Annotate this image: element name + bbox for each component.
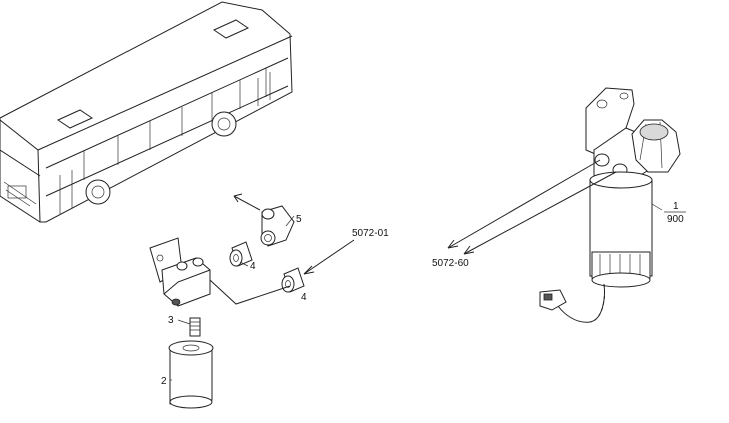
callout-part-5: 5 — [296, 214, 302, 225]
fuel-filter-assembly-icon — [539, 87, 681, 323]
callout-part-1-numerator: 1 — [673, 201, 679, 212]
leader-lines-right — [447, 159, 686, 255]
callout-part-4-upper: 4 — [250, 261, 256, 272]
leader-lines-left — [170, 193, 355, 381]
fitting-4-lower — [281, 267, 305, 293]
callout-part-3: 3 — [168, 315, 174, 326]
filter-cartridge-2 — [168, 340, 214, 409]
callout-ref-5072-01: 5072-01 — [352, 228, 389, 239]
callout-part-1-denominator: 900 — [667, 214, 684, 225]
callout-ref-5072-60: 5072-60 — [432, 258, 469, 269]
fitting-5 — [260, 205, 295, 247]
callout-part-2: 2 — [161, 376, 167, 387]
callout-part-4-lower: 4 — [301, 292, 307, 303]
nipple-3 — [189, 317, 201, 337]
fitting-4-upper — [229, 241, 253, 267]
filter-bracket — [149, 237, 211, 307]
bus-icon — [0, 1, 293, 223]
